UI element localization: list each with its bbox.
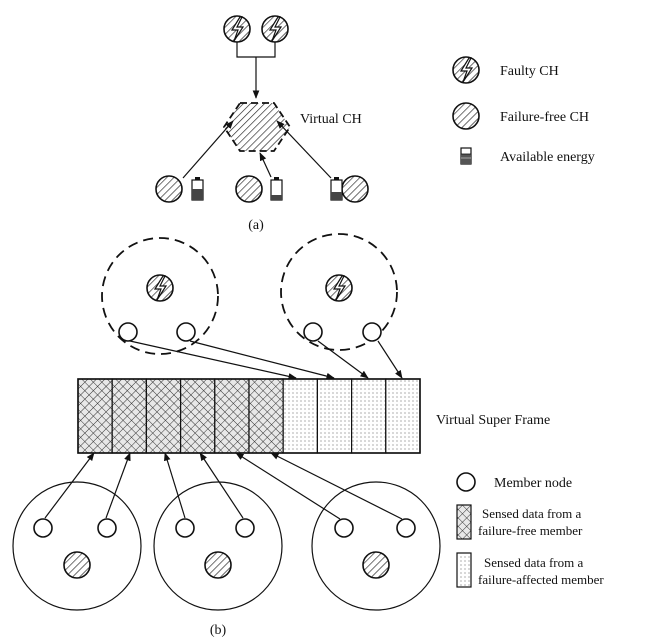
legend-sensed-affected-2: failure-affected member <box>478 572 604 587</box>
battery-icon <box>191 177 204 201</box>
faulty-cluster-boundary <box>280 233 398 351</box>
caption-a: (a) <box>248 218 264 233</box>
data-arrow <box>44 452 95 519</box>
member-node <box>303 322 323 342</box>
frame-slot-failure-free <box>214 378 250 454</box>
energy-arrow <box>276 120 332 179</box>
data-arrow <box>164 452 186 519</box>
member-node <box>175 518 195 538</box>
battery-icon <box>330 177 343 201</box>
frame-slot-failure-free <box>248 378 284 454</box>
failure-free-ch-icon <box>235 175 263 203</box>
legend-sensed-affected-1: Sensed data from a <box>484 555 584 570</box>
data-arrow <box>377 340 403 379</box>
healthy-cluster-boundary <box>153 481 283 611</box>
legend-sensed-free-2: failure-free member <box>478 523 583 538</box>
panel-b: Virtual Super Frame (b) Member node Sens… <box>12 233 604 638</box>
frame-slot-failure-free <box>180 378 216 454</box>
member-node <box>176 322 196 342</box>
legend-faulty-ch: Faulty CH <box>500 64 559 79</box>
legend-member-node: Member node <box>494 476 572 491</box>
battery-icon <box>270 177 283 201</box>
member-node-legend-icon <box>456 472 476 492</box>
member-node <box>235 518 255 538</box>
failure-free-ch-icon <box>63 551 91 579</box>
member-node <box>362 322 382 342</box>
data-arrow <box>105 452 131 519</box>
frame-label: Virtual Super Frame <box>436 413 550 428</box>
member-node <box>97 518 117 538</box>
frame-slot-failure-free <box>111 378 147 454</box>
frame-slot-failure-affected <box>282 378 319 454</box>
faulty-ch-icon <box>261 15 289 43</box>
data-arrow <box>189 340 335 380</box>
legend-failure-free-ch: Failure-free CH <box>500 110 589 125</box>
legend-a: Faulty CH Failure-free CH Available ener… <box>452 56 595 165</box>
caption-b: (b) <box>210 623 227 638</box>
legend-b: Member node Sensed data from a failure-f… <box>456 472 604 588</box>
faulty-ch-icon <box>223 15 251 43</box>
faulty-ch-legend-icon <box>452 56 480 84</box>
legend-sensed-free-1: Sensed data from a <box>482 506 582 521</box>
failure-free-ch-icon <box>341 175 369 203</box>
energy-arrow <box>182 120 234 179</box>
virtual-ch-hexagon <box>222 102 292 152</box>
panel-a: Virtual CH (a) Faulty CH Failure-free CH… <box>155 15 595 233</box>
data-arrow <box>270 452 403 520</box>
data-arrow <box>235 452 341 520</box>
failure-free-data-legend-icon <box>456 504 472 540</box>
member-node <box>33 518 53 538</box>
faulty-cluster-boundary <box>101 237 219 355</box>
frame-outline <box>77 378 421 454</box>
battery-group <box>191 177 343 201</box>
frame-slot-failure-free <box>77 378 113 454</box>
frame-slot-failure-affected <box>385 378 421 454</box>
data-arrow <box>129 340 297 380</box>
healthy-cluster-boundary <box>311 481 441 611</box>
data-arrow <box>199 452 244 519</box>
member-node <box>334 518 354 538</box>
faulty-ch-icon <box>146 274 174 302</box>
failure-free-ch-legend-icon <box>452 102 480 130</box>
member-node <box>118 322 138 342</box>
failure-free-ch-icon <box>204 551 232 579</box>
legend-available-energy: Available energy <box>500 150 595 165</box>
battery-legend-icon <box>460 147 472 165</box>
virtual-ch-label: Virtual CH <box>300 112 362 127</box>
failure-free-ch-icon <box>155 175 183 203</box>
data-arrow <box>317 340 369 379</box>
healthy-cluster-boundary <box>12 481 142 611</box>
merge-bracket <box>236 42 276 58</box>
frame-slot-failure-affected <box>351 378 387 454</box>
faulty-ch-icon <box>325 274 353 302</box>
frame-slot-failure-affected <box>316 378 353 454</box>
member-node <box>396 518 416 538</box>
failure-free-ch-icon <box>362 551 390 579</box>
virtual-super-frame <box>77 378 421 454</box>
frame-slot-failure-free <box>145 378 182 454</box>
failure-affected-data-legend-icon <box>456 552 472 588</box>
energy-arrow <box>259 152 272 178</box>
